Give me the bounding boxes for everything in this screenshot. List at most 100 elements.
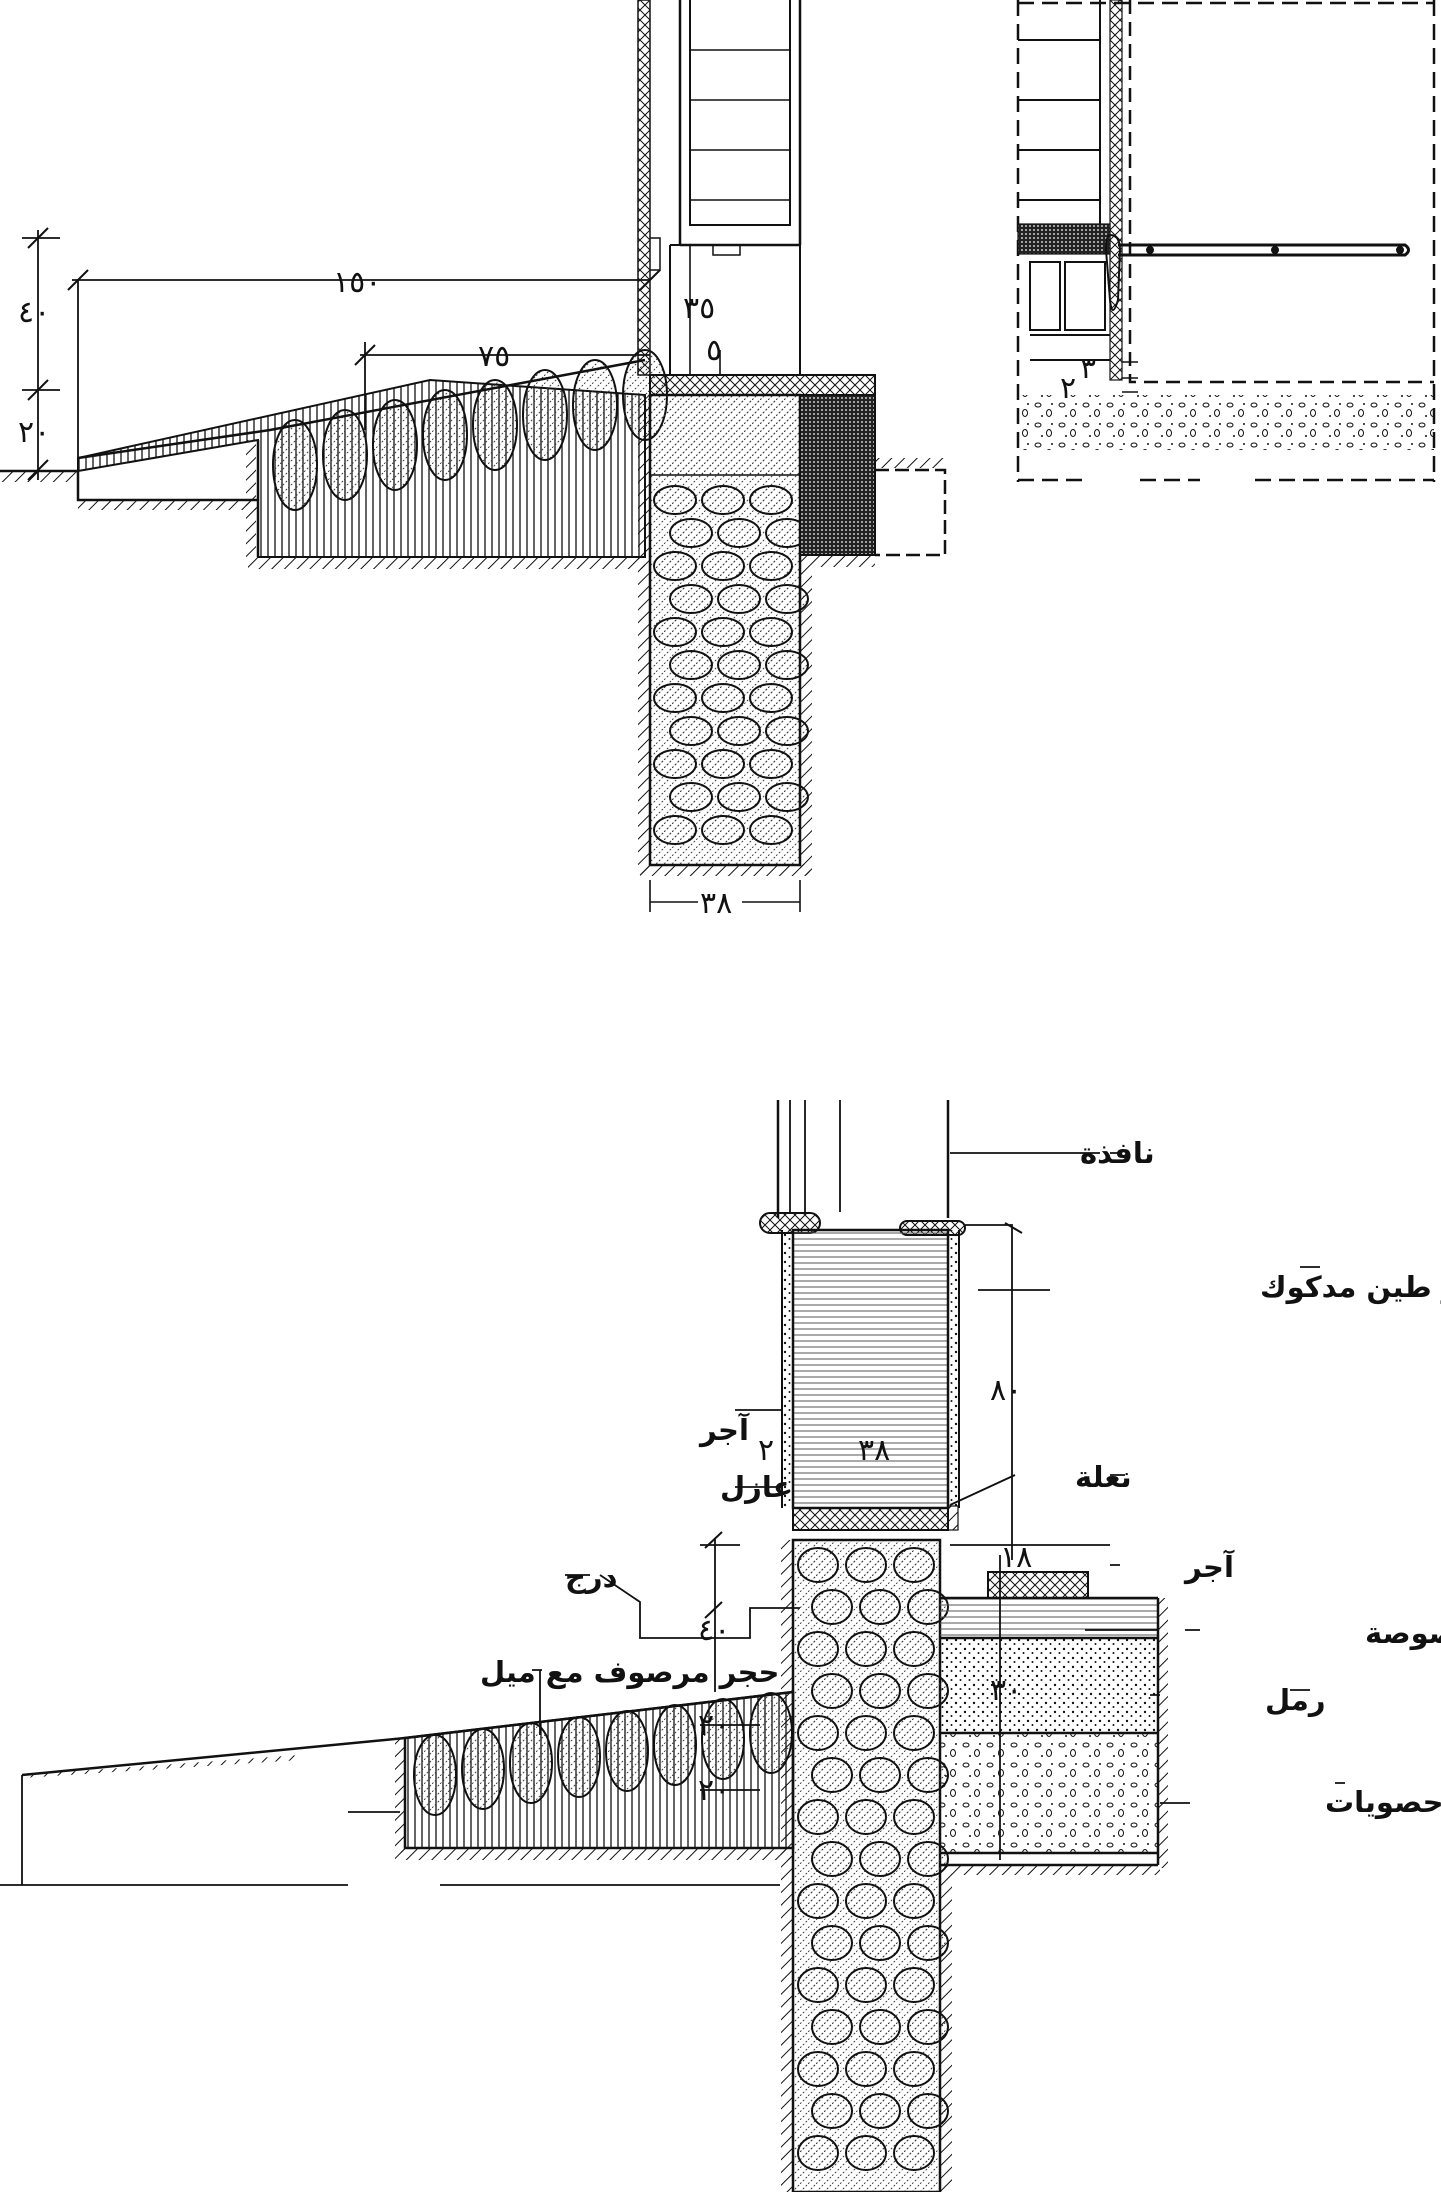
- foundation-stone: [765, 584, 809, 614]
- paving-stone: [605, 1710, 649, 1792]
- foundation-stone: [893, 1883, 935, 1919]
- foundation-stone: [749, 551, 793, 581]
- foundation-stone: [893, 1967, 935, 2003]
- foundation-stone: [749, 617, 793, 647]
- foundation-stone: [811, 1841, 853, 1877]
- foundation-stone: [893, 1715, 935, 1751]
- foundation-stone: [907, 2093, 949, 2129]
- foundation-stone: [893, 1631, 935, 1667]
- foundation-stone: [765, 716, 809, 746]
- foundation-stone: [859, 2093, 901, 2129]
- dim-40: ٤٠: [18, 295, 50, 330]
- foundation-stone: [749, 485, 793, 515]
- foundation-stone: [669, 716, 713, 746]
- foundation-stone: [717, 518, 761, 548]
- label-compacted-soil: تربة مرصوصة: [1365, 1616, 1441, 1650]
- foundation-stone: [701, 815, 745, 845]
- ground-line: [0, 469, 78, 482]
- label-rammed-earth-wall: جدار طين مدكوك: [1260, 1270, 1441, 1304]
- inset-dim-3: ٣: [1080, 351, 1096, 386]
- foundation-stone: [907, 1841, 949, 1877]
- foundation-stone: [859, 1589, 901, 1625]
- paving-stone: [322, 409, 368, 501]
- soil-layers: [940, 1571, 1168, 1875]
- foundation-stone: [701, 485, 745, 515]
- foundation-stone: [765, 650, 809, 680]
- foundation-stone: [701, 749, 745, 779]
- foundation-stone: [797, 1883, 839, 1919]
- dim-35: ٣٥: [683, 291, 715, 326]
- foundation-stone: [859, 2009, 901, 2045]
- dim-20-a: ٢٠: [698, 1708, 730, 1743]
- paved-stone-slope: [21, 1690, 795, 1860]
- foundation-stone: [845, 1715, 887, 1751]
- foundation-stone: [717, 782, 761, 812]
- paving-stone: [372, 399, 418, 491]
- foundation-stone: [669, 650, 713, 680]
- foundation-stone: [797, 1631, 839, 1667]
- dimension-lines: [22, 227, 801, 912]
- slope-line: [77, 358, 646, 460]
- foundation-stone: [893, 2051, 935, 2087]
- dim-38-wall: ٣٨: [858, 1433, 890, 1468]
- foundation-stone: [749, 683, 793, 713]
- label-step: درج: [565, 1560, 617, 1594]
- foundation-stone: [845, 2051, 887, 2087]
- paving-stone: [472, 379, 518, 471]
- dim-2: ٢: [758, 1433, 774, 1468]
- wall-base: [649, 374, 947, 567]
- foundation-stone: [811, 1673, 853, 1709]
- paving-stone: [522, 369, 568, 461]
- foundation-stone: [653, 749, 697, 779]
- foundation-stone: [859, 1673, 901, 1709]
- foundation-stone: [701, 551, 745, 581]
- foundation-stone: [907, 2009, 949, 2045]
- paving-stone: [749, 1692, 793, 1774]
- foundation-stone: [893, 2135, 935, 2171]
- foundation-stone: [797, 1715, 839, 1751]
- label-gravel: حصويات: [1325, 1785, 1441, 1819]
- foundation-stone: [653, 815, 697, 845]
- dim-20-b: ٢٠: [698, 1773, 730, 1808]
- foundation-stone: [797, 1547, 839, 1583]
- foundation-stone: [653, 683, 697, 713]
- stone-rubble-foundation: [781, 1538, 952, 2192]
- dim-30: ٣٠: [990, 1673, 1022, 1708]
- dim-40-step: ٤٠: [698, 1613, 730, 1648]
- dim-80: ٨٠: [990, 1373, 1022, 1408]
- window: [759, 1100, 966, 1236]
- paving-stone: [413, 1734, 457, 1816]
- dim-5: ٥: [706, 333, 722, 368]
- paving-stone: [272, 419, 318, 511]
- foundation-stone: [749, 749, 793, 779]
- label-insulation: عازل: [720, 1470, 793, 1504]
- foundation-stone: [845, 1967, 887, 2003]
- top-detail: ٤٠ ٢٠ ١٥٠ ٧٥ ٣٥ ٥ ٣٨ ٣ ٢: [0, 0, 1436, 921]
- foundation-stone: [845, 1883, 887, 1919]
- dim-18: ١٨: [1000, 1540, 1032, 1575]
- foundation-stone: [811, 1925, 853, 1961]
- foundation-stone: [893, 1547, 935, 1583]
- paving-stone: [701, 1698, 745, 1780]
- inset-dim-2: ٢: [1060, 371, 1076, 406]
- foundation-stone: [797, 1967, 839, 2003]
- label-paved-stone: حجر مرصوف مع ميل: [480, 1655, 779, 1689]
- dim-38: ٣٨: [700, 886, 732, 921]
- foundation-stone: [845, 1631, 887, 1667]
- foundation-stone: [653, 617, 697, 647]
- foundation-stone: [669, 782, 713, 812]
- foundation-stone: [811, 1589, 853, 1625]
- label-sand: رمل: [1265, 1683, 1326, 1717]
- foundation-stone: [653, 551, 697, 581]
- paving-stone: [509, 1722, 553, 1804]
- foundation-stone: [845, 1799, 887, 1835]
- foundation-stone: [797, 2051, 839, 2087]
- label-window: نافذة: [1080, 1136, 1155, 1170]
- foundation-stone: [811, 2009, 853, 2045]
- foundation-stone: [669, 518, 713, 548]
- foundation-stone: [749, 815, 793, 845]
- foundation-stone: [811, 2093, 853, 2129]
- foundation-stone: [859, 1925, 901, 1961]
- foundation-stone: [701, 617, 745, 647]
